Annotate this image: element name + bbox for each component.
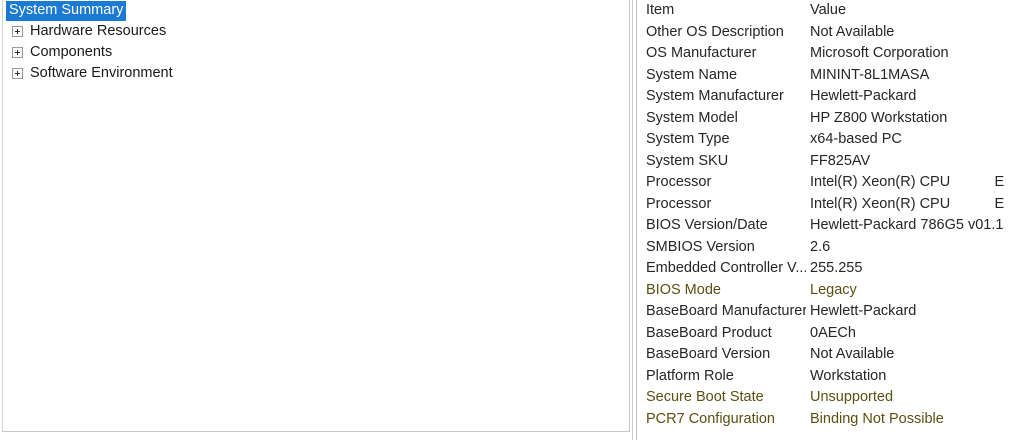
row-item-label: Processor bbox=[646, 195, 712, 212]
tree-item-hardware-resources[interactable]: Hardware Resources bbox=[3, 21, 629, 42]
row-value-label: Not Available bbox=[810, 23, 895, 40]
row-item-label: System SKU bbox=[646, 152, 729, 169]
row-item-label: Processor bbox=[646, 174, 712, 190]
row-value-label: x64-based PC bbox=[810, 131, 902, 147]
table-row[interactable]: Secure Boot State Unsupported bbox=[637, 387, 1004, 409]
row-item-label: BIOS Version/Date bbox=[646, 217, 768, 233]
row-item-label: System Model bbox=[646, 109, 738, 126]
row-value-label: Unsupported bbox=[810, 389, 894, 405]
row-item-label: Platform Role bbox=[646, 367, 734, 384]
row-item-label: SMBIOS Version bbox=[646, 238, 755, 255]
row-value-label: HP Z800 Workstation bbox=[810, 109, 948, 126]
tree-item-hardware-resources-label: Hardware Resources bbox=[30, 23, 167, 39]
tree-item-software-environment[interactable]: Software Environment bbox=[3, 63, 629, 84]
plus-box-icon[interactable] bbox=[12, 47, 23, 58]
row-item-label: System Type bbox=[646, 131, 730, 147]
tree-item-software-environment-label: Software Environment bbox=[30, 65, 173, 81]
table-row[interactable]: System Name MININT-8L1MASA bbox=[637, 65, 1004, 87]
table-row[interactable]: Platform Role Workstation bbox=[637, 366, 1004, 388]
table-row[interactable]: BaseBoard Product 0AECh bbox=[637, 323, 1004, 345]
tree-item-system-summary-label: System Summary bbox=[6, 0, 127, 21]
row-item-label: System Manufacturer bbox=[646, 88, 784, 104]
table-row[interactable]: Processor Intel(R) Xeon(R) CPU E5506 bbox=[637, 172, 1004, 194]
row-value-label: Legacy bbox=[810, 281, 857, 298]
system-summary-tree[interactable]: System Summary Hardware Resources Compon… bbox=[2, 0, 630, 432]
row-item-label: PCR7 Configuration bbox=[646, 410, 775, 427]
plus-box-icon[interactable] bbox=[12, 68, 23, 79]
table-row[interactable]: Embedded Controller V...255.255 bbox=[637, 258, 1004, 280]
row-item-label: Secure Boot State bbox=[646, 389, 764, 405]
table-row[interactable]: Other OS Description Not Available bbox=[637, 22, 1004, 44]
plus-box-icon[interactable] bbox=[12, 26, 23, 37]
row-value-label: Hewlett-Packard 786G5 v01.17, 8/ bbox=[810, 217, 1004, 233]
tree-item-components-label: Components bbox=[30, 44, 113, 60]
table-row[interactable]: System SKU FF825AV bbox=[637, 151, 1004, 173]
table-row[interactable]: SMBIOS Version 2.6 bbox=[637, 237, 1004, 259]
row-value-label: Hewlett-Packard bbox=[810, 303, 917, 319]
table-row[interactable]: System Manufacturer Hewlett-Packard bbox=[637, 86, 1004, 108]
table-row[interactable]: OS Manufacturer Microsoft Corporation bbox=[637, 43, 1004, 65]
details-column-header[interactable]: Item Value bbox=[637, 0, 1004, 22]
column-header-value[interactable]: Value bbox=[810, 2, 847, 18]
row-value-label: 255.255 bbox=[810, 260, 863, 276]
row-value-label: Not Available bbox=[810, 346, 895, 362]
row-item-label: BaseBoard Manufacturer bbox=[646, 303, 806, 319]
row-value-label: FF825AV bbox=[810, 152, 871, 169]
row-item-label: Other OS Description bbox=[646, 23, 784, 40]
row-item-label: Embedded Controller V... bbox=[646, 260, 806, 276]
table-row[interactable]: System Type x64-based PC bbox=[637, 129, 1004, 151]
table-row[interactable]: PCR7 Configuration Binding Not Possible bbox=[637, 409, 1004, 431]
tree-item-system-summary[interactable]: System Summary bbox=[3, 0, 629, 21]
row-item-label: System Name bbox=[646, 66, 738, 83]
row-value-label: Microsoft Corporation bbox=[810, 45, 949, 61]
row-item-label: BaseBoard Version bbox=[646, 346, 771, 362]
row-value-label: Intel(R) Xeon(R) CPU E5506 bbox=[810, 195, 1004, 212]
row-value-label: MININT-8L1MASA bbox=[810, 66, 930, 83]
row-item-label: OS Manufacturer bbox=[646, 45, 757, 61]
column-header-item[interactable]: Item bbox=[646, 2, 675, 18]
row-value-label: Binding Not Possible bbox=[810, 410, 944, 427]
table-row[interactable]: BIOS Mode Legacy bbox=[637, 280, 1004, 302]
row-value-label: Intel(R) Xeon(R) CPU E5506 bbox=[810, 174, 1004, 190]
table-row[interactable]: BaseBoard Version Not Available bbox=[637, 344, 1004, 366]
row-item-label: BIOS Mode bbox=[646, 281, 721, 298]
row-value-label: Workstation bbox=[810, 367, 887, 384]
row-value-label: Hewlett-Packard bbox=[810, 88, 917, 104]
row-value-label: 2.6 bbox=[810, 238, 831, 255]
table-row[interactable]: Processor Intel(R) Xeon(R) CPU E5506 bbox=[637, 194, 1004, 216]
table-row[interactable]: System Model HP Z800 Workstation bbox=[637, 108, 1004, 130]
tree-item-components[interactable]: Components bbox=[3, 42, 629, 63]
row-value-label: 0AECh bbox=[810, 324, 856, 341]
table-row[interactable]: BIOS Version/Date Hewlett-Packard 786G5 v… bbox=[637, 215, 1004, 237]
row-item-label: BaseBoard Product bbox=[646, 324, 772, 341]
